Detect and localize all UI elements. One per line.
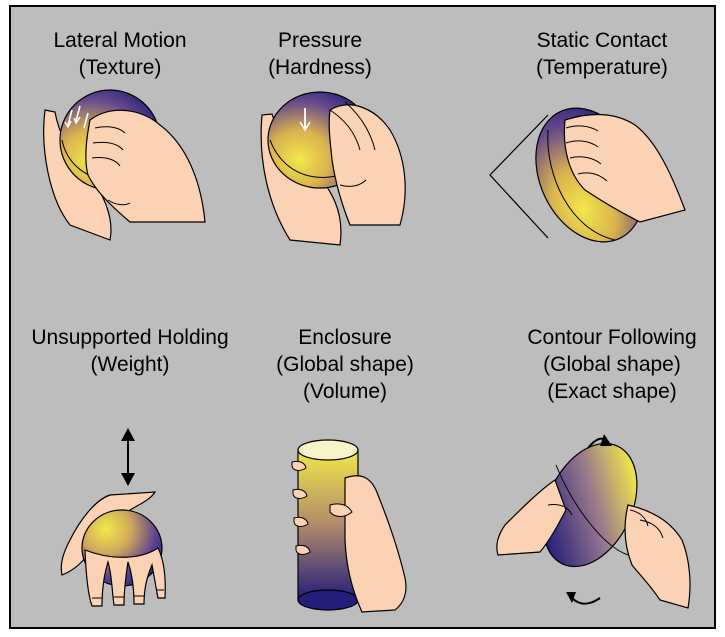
procedure-property: (Texture) [53, 54, 186, 81]
double-arrow-icon [121, 428, 135, 486]
procedure-name: Unsupported Holding [31, 324, 228, 351]
unsupported-holding-illustration [61, 428, 165, 606]
lateral-motion-label: Lateral Motion (Texture) [53, 27, 186, 81]
rotation-arrow-icon [566, 592, 600, 604]
contour-following-illustration [497, 428, 690, 608]
procedure-extra: (Exact shape) [527, 378, 696, 405]
procedure-name: Lateral Motion [53, 27, 186, 54]
pressure-label: Pressure (Hardness) [268, 27, 372, 81]
procedure-property: (Global shape) [527, 351, 696, 378]
enclosure-label: Enclosure (Global shape) (Volume) [276, 324, 414, 405]
procedure-property: (Hardness) [268, 54, 372, 81]
procedure-extra: (Volume) [276, 378, 414, 405]
procedure-property: (Weight) [31, 351, 228, 378]
procedure-property: (Temperature) [536, 54, 668, 81]
hand-icon [85, 548, 165, 606]
unsupported-holding-label: Unsupported Holding (Weight) [31, 324, 228, 378]
hand-icon [329, 105, 405, 225]
static-contact-label: Static Contact (Temperature) [536, 27, 668, 81]
hand-icon [345, 476, 406, 612]
pressure-illustration [261, 92, 405, 245]
procedure-name: Enclosure [276, 324, 414, 351]
enclosure-illustration [292, 440, 406, 612]
static-contact-illustration [490, 90, 685, 259]
contour-following-label: Contour Following (Global shape) (Exact … [527, 324, 696, 405]
procedure-name: Static Contact [536, 27, 668, 54]
procedure-property: (Global shape) [276, 351, 414, 378]
procedure-name: Pressure [268, 27, 372, 54]
lateral-motion-illustration [44, 90, 205, 240]
hand-icon [625, 505, 690, 608]
procedure-name: Contour Following [527, 324, 696, 351]
